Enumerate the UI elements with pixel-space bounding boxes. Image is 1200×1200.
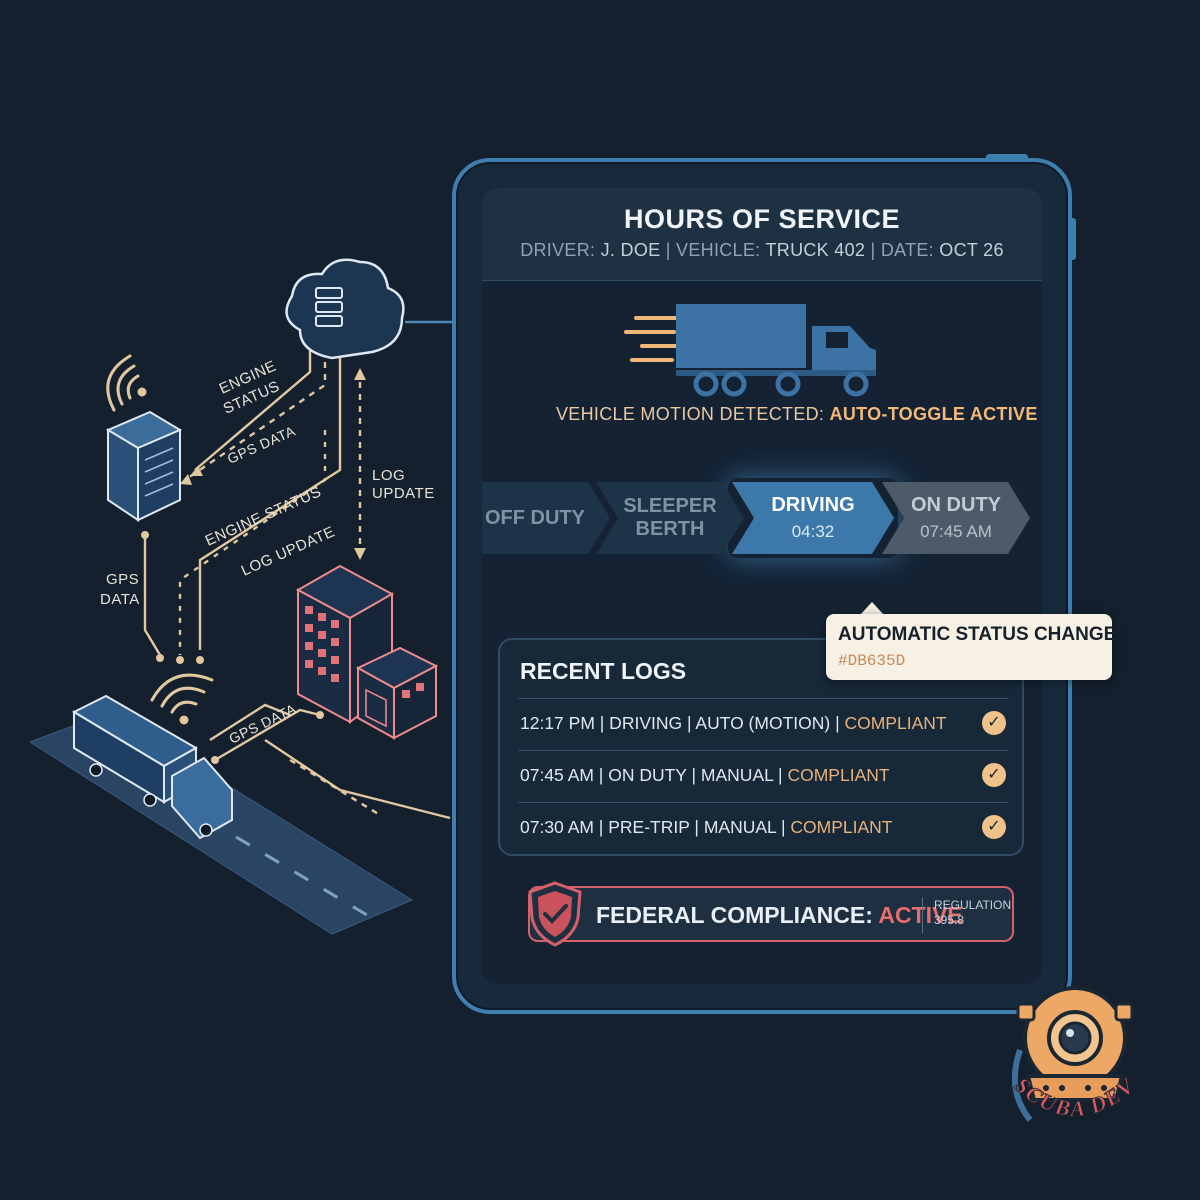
tablet-top-button [986,154,1028,160]
status-driving[interactable]: DRIVING 04:32 [732,482,894,554]
motion-detected-text: VEHICLE MOTION DETECTED: AUTO-TOGGLE ACT… [556,404,1038,425]
status-label: DRIVING [771,493,855,516]
log-row[interactable]: 07:45 AM | ON DUTY | MANUAL | COMPLIANT … [518,750,1008,801]
driver-info: DRIVER: J. DOE | VEHICLE: TRUCK 402 | DA… [482,240,1042,261]
driver-label: DRIVER: [520,240,596,260]
log-entry-text: 07:30 AM | PRE-TRIP | MANUAL | [520,817,791,837]
status-label-line2: BERTH [635,518,705,540]
log-entry-status: COMPLIANT [790,817,893,837]
motion-prefix: VEHICLE MOTION DETECTED: [556,404,825,424]
shield-check-icon [528,881,582,947]
connector-lines [143,320,452,820]
driver-value: J. DOE [600,240,661,260]
status-on-duty[interactable]: ON DUTY 07:45 AM [882,482,1030,554]
recent-logs-title: RECENT LOGS [520,658,687,684]
regulation-label: REGULATION [934,898,1012,912]
regulation-value: 395.8 [934,913,965,927]
divider [922,897,923,933]
compliance-active: ACTIVE [878,902,963,928]
page-title: HOURS OF SERVICE [623,204,901,234]
compliance-label: FEDERAL COMPLIANCE: [596,902,873,928]
log-entry-text: 12:17 PM | DRIVING | AUTO (MOTION) | [520,713,845,733]
log-row[interactable]: 12:17 PM | DRIVING | AUTO (MOTION) | COM… [518,698,1008,749]
status-sleeper-berth[interactable]: SLEEPER BERTH [596,482,744,554]
moving-truck-icon [624,304,876,397]
log-entry-status: COMPLIANT [844,713,947,733]
eld-device-icon [105,410,183,522]
wifi-icon [106,354,147,412]
label-gps-data-2b: DATA [100,591,140,608]
driving-timer: 04:32 [791,521,835,541]
screen-header: HOURS OF SERVICE DRIVER: J. DOE | VEHICL… [482,188,1042,281]
auto-toggle-status: AUTO-TOGGLE ACTIVE [829,404,1038,424]
separator: | [870,240,876,260]
status-label: SLEEPER [623,495,717,517]
federal-compliance-bar: FEDERAL COMPLIANCE: ACTIVE REGULATION 39… [528,886,1014,942]
road-truck-icon [71,694,233,840]
hos-screen: HOURS OF SERVICE DRIVER: J. DOE | VEHICL… [482,188,1042,984]
status-off-duty[interactable]: OFF DUTY [482,482,610,554]
office-building-icon [295,564,439,740]
status-label: OFF DUTY [485,506,585,529]
tablet-side-button [1070,218,1076,260]
label-gps-data-2a: GPS [106,571,139,588]
vehicle-label: VEHICLE: [676,240,761,260]
check-icon: ✓ [982,815,1006,839]
label-log-update-1: LOG UPDATE [239,523,338,579]
status-label: ON DUTY [911,493,1001,516]
tooltip-arrow [860,602,884,615]
date-label: DATE: [880,240,934,260]
label-log-update-2a: LOG [372,467,405,484]
truck-signal-icon [150,673,214,725]
cloud-server-icon [285,258,405,360]
status-change-tooltip: AUTOMATIC STATUS CHANGE #DB635D [826,614,1116,680]
check-icon: ✓ [982,711,1006,735]
compliance-status: FEDERAL COMPLIANCE: ACTIVE [596,902,963,929]
date-value: OCT 26 [939,240,1004,260]
tooltip-title: AUTOMATIC STATUS CHANGE [838,624,1117,645]
on-duty-time: 07:45 AM [920,521,992,541]
check-icon: ✓ [982,763,1006,787]
vehicle-value: TRUCK 402 [765,240,866,260]
label-log-update-2b: UPDATE [372,485,435,502]
separator: | [665,240,671,260]
log-entry-text: 07:45 AM | ON DUTY | MANUAL | [520,765,788,785]
log-entry-status: COMPLIANT [787,765,890,785]
tooltip-code: #DB635D [838,652,906,670]
log-row[interactable]: 07:30 AM | PRE-TRIP | MANUAL | COMPLIANT… [518,802,1008,853]
regulation-reference: REGULATION 395.8 [934,898,1011,928]
scuba-dev-logo: SCUBA DEV [1010,986,1139,1122]
